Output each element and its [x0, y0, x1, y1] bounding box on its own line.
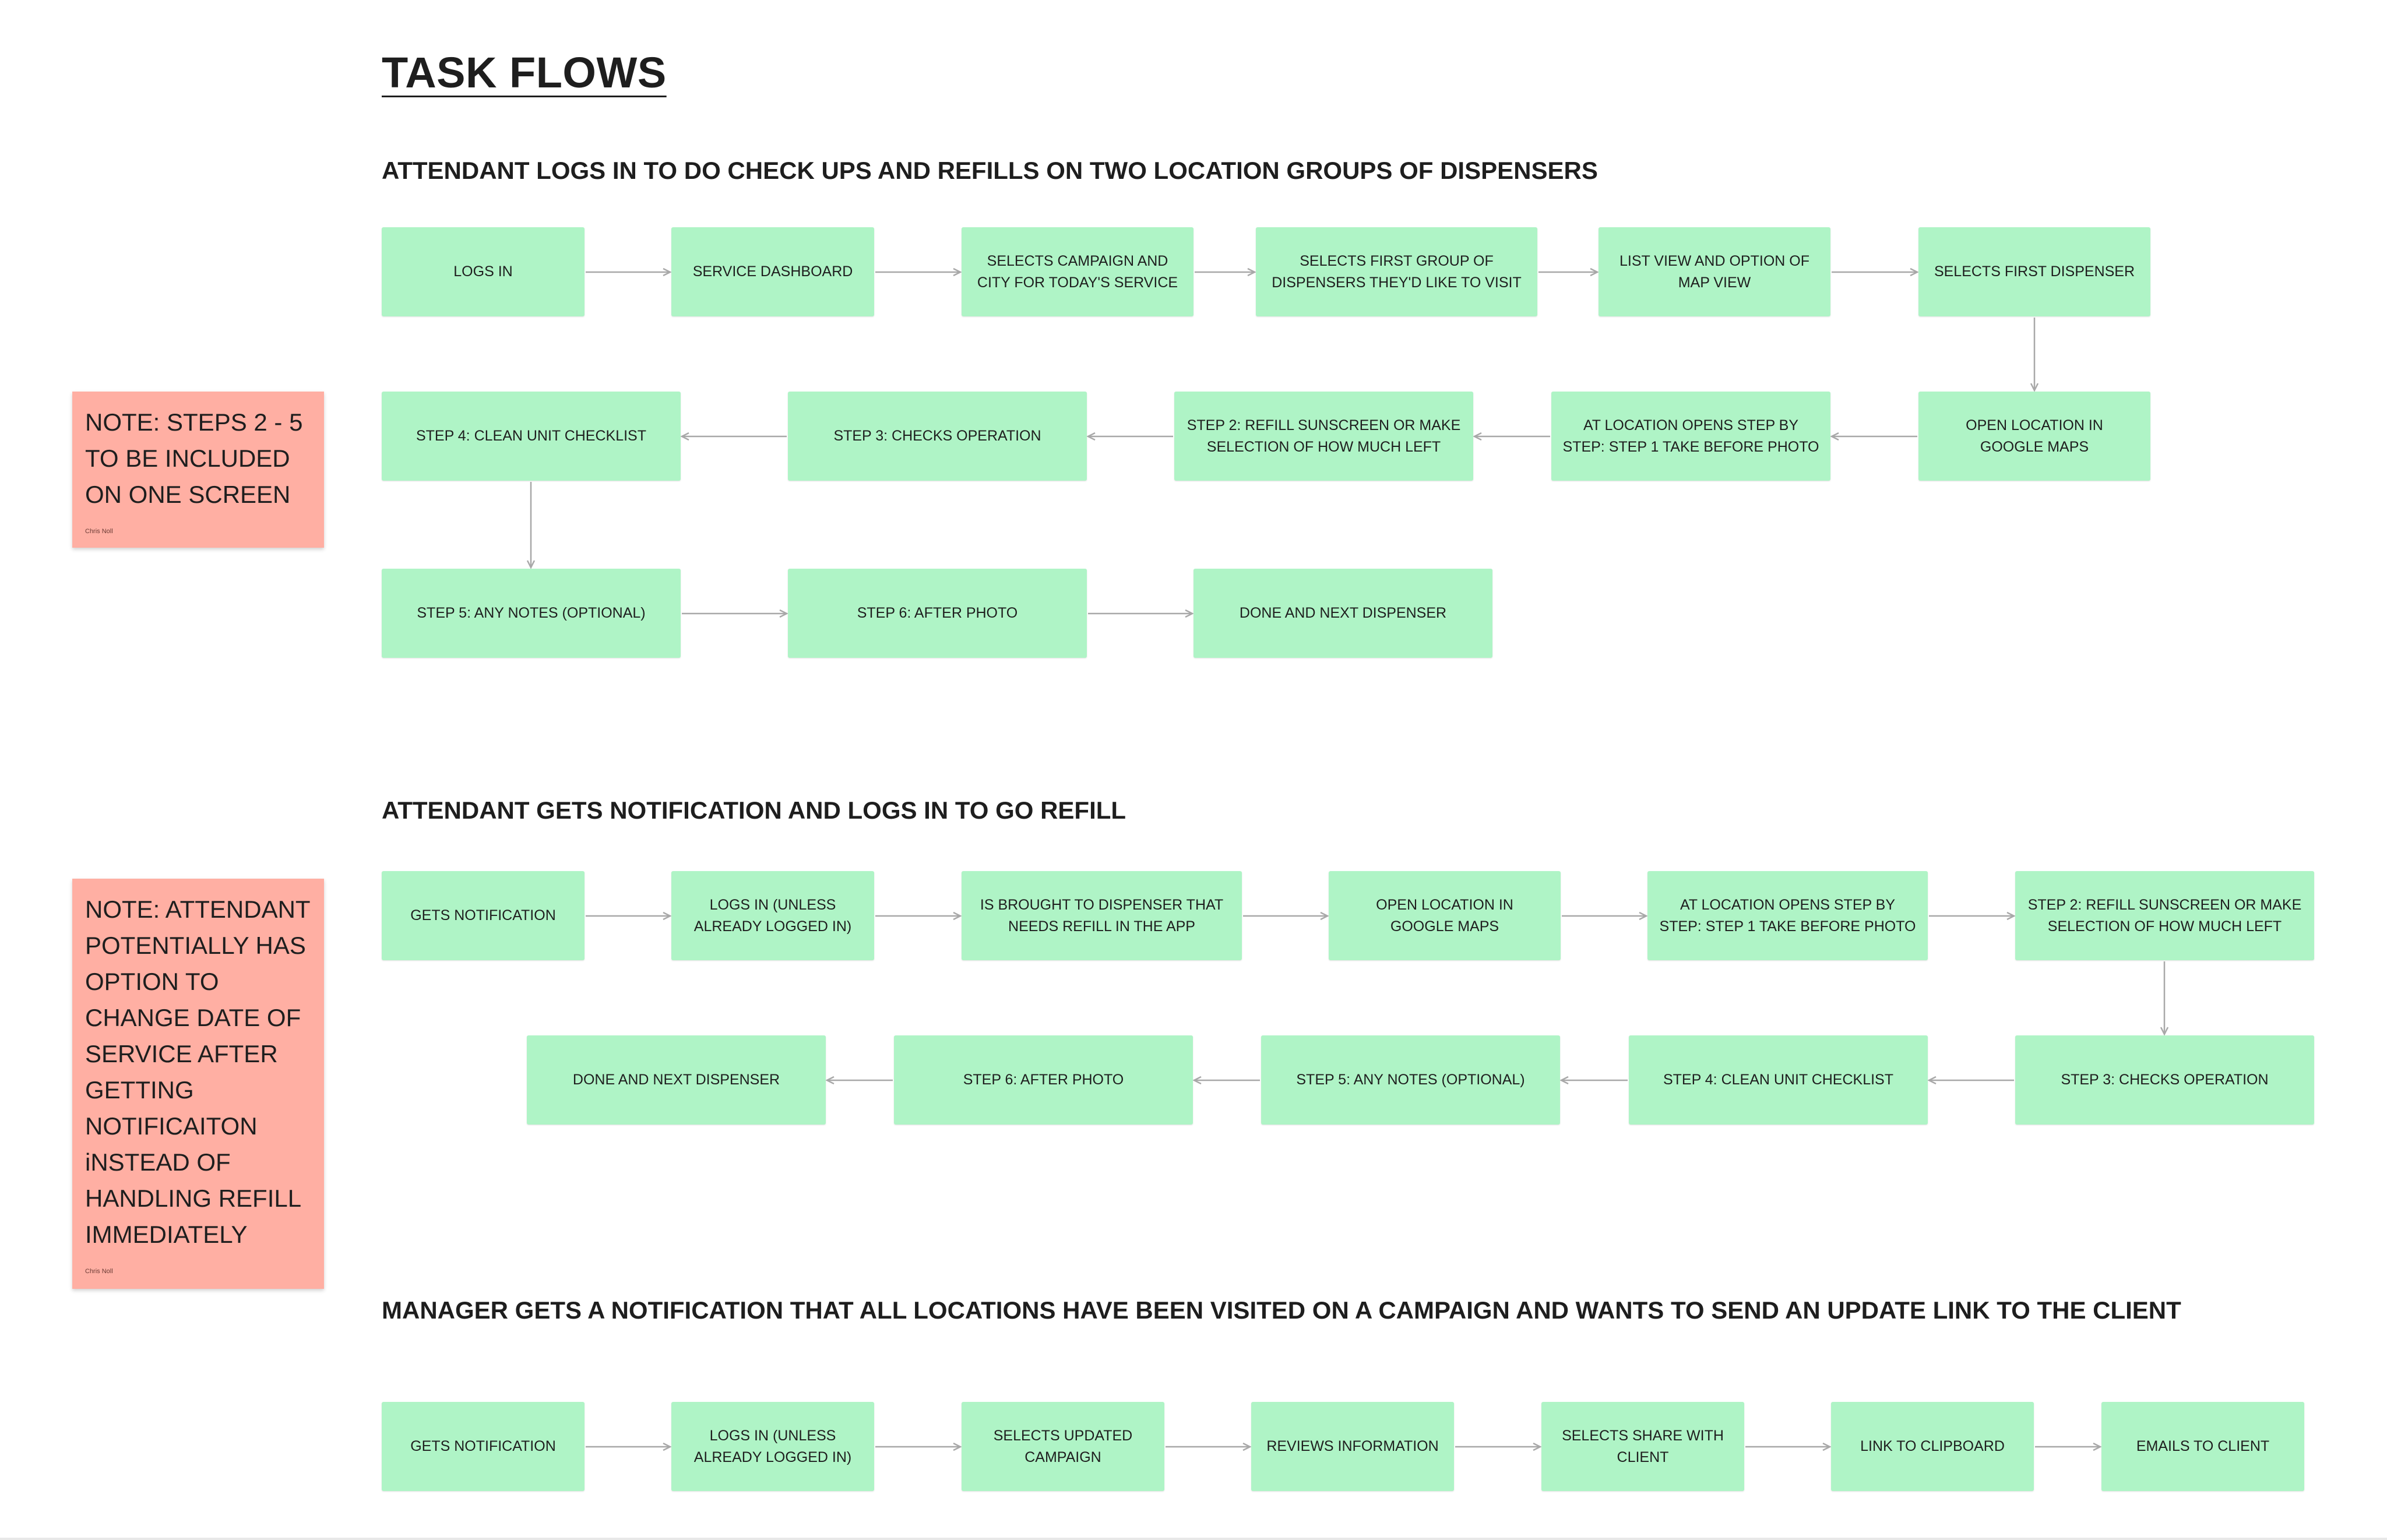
flow-1-heading: ATTENDANT LOGS IN TO DO CHECK UPS AND RE… [382, 157, 1598, 184]
canvas-bottom-border [0, 1538, 2387, 1540]
flow-1-node-checks-operation[interactable]: STEP 3: CHECKS OPERATION [788, 392, 1087, 481]
flow-2-node-checks-operation[interactable]: STEP 3: CHECKS OPERATION [2015, 1035, 2314, 1125]
flow-1-node-done-next-dispenser[interactable]: DONE AND NEXT DISPENSER [1194, 569, 1492, 658]
flow-2-node-any-notes[interactable]: STEP 5: ANY NOTES (OPTIONAL) [1261, 1035, 1560, 1125]
flow-1-node-service-dashboard[interactable]: SERVICE DASHBOARD [671, 227, 874, 316]
sticky-note-steps[interactable]: NOTE: STEPS 2 - 5 TO BE INCLUDED ON ONE … [72, 392, 324, 548]
flow-2-heading: ATTENDANT GETS NOTIFICATION AND LOGS IN … [382, 797, 1126, 824]
flow-1-node-after-photo[interactable]: STEP 6: AFTER PHOTO [788, 569, 1087, 658]
flow-1-node-clean-unit-checklist[interactable]: STEP 4: CLEAN UNIT CHECKLIST [382, 392, 681, 481]
flow-2-node-after-photo[interactable]: STEP 6: AFTER PHOTO [894, 1035, 1193, 1125]
page-title: TASK FLOWS [382, 48, 667, 97]
sticky-note-text: NOTE: STEPS 2 - 5 TO BE INCLUDED ON ONE … [85, 408, 303, 508]
flow-2-node-done-next-dispenser[interactable]: DONE AND NEXT DISPENSER [527, 1035, 826, 1125]
sticky-note-author: Chris Noll [85, 528, 113, 535]
sticky-note-change-date[interactable]: NOTE: ATTENDANT POTENTIALLY HAS OPTION T… [72, 879, 324, 1289]
flow-3-node-emails-to-client[interactable]: EMAILS TO CLIENT [2101, 1402, 2304, 1491]
flow-3-node-reviews-information[interactable]: REVIEWS INFORMATION [1251, 1402, 1454, 1491]
sticky-note-text: NOTE: ATTENDANT POTENTIALLY HAS OPTION T… [85, 896, 311, 1248]
flow-1-node-any-notes[interactable]: STEP 5: ANY NOTES (OPTIONAL) [382, 569, 681, 658]
flow-2-node-gets-notification[interactable]: GETS NOTIFICATION [382, 871, 585, 960]
flow-3-node-link-to-clipboard[interactable]: LINK TO CLIPBOARD [1831, 1402, 2034, 1491]
flow-3-node-gets-notification[interactable]: GETS NOTIFICATION [382, 1402, 585, 1491]
flow-1-node-selects-first-dispenser[interactable]: SELECTS FIRST DISPENSER [1918, 227, 2150, 316]
flow-1-node-logs-in[interactable]: LOGS IN [382, 227, 585, 316]
sticky-note-author: Chris Noll [85, 1268, 113, 1275]
flow-2-node-clean-unit-checklist[interactable]: STEP 4: CLEAN UNIT CHECKLIST [1629, 1035, 1928, 1125]
flow-3-heading: MANAGER GETS A NOTIFICATION THAT ALL LOC… [382, 1296, 2181, 1324]
